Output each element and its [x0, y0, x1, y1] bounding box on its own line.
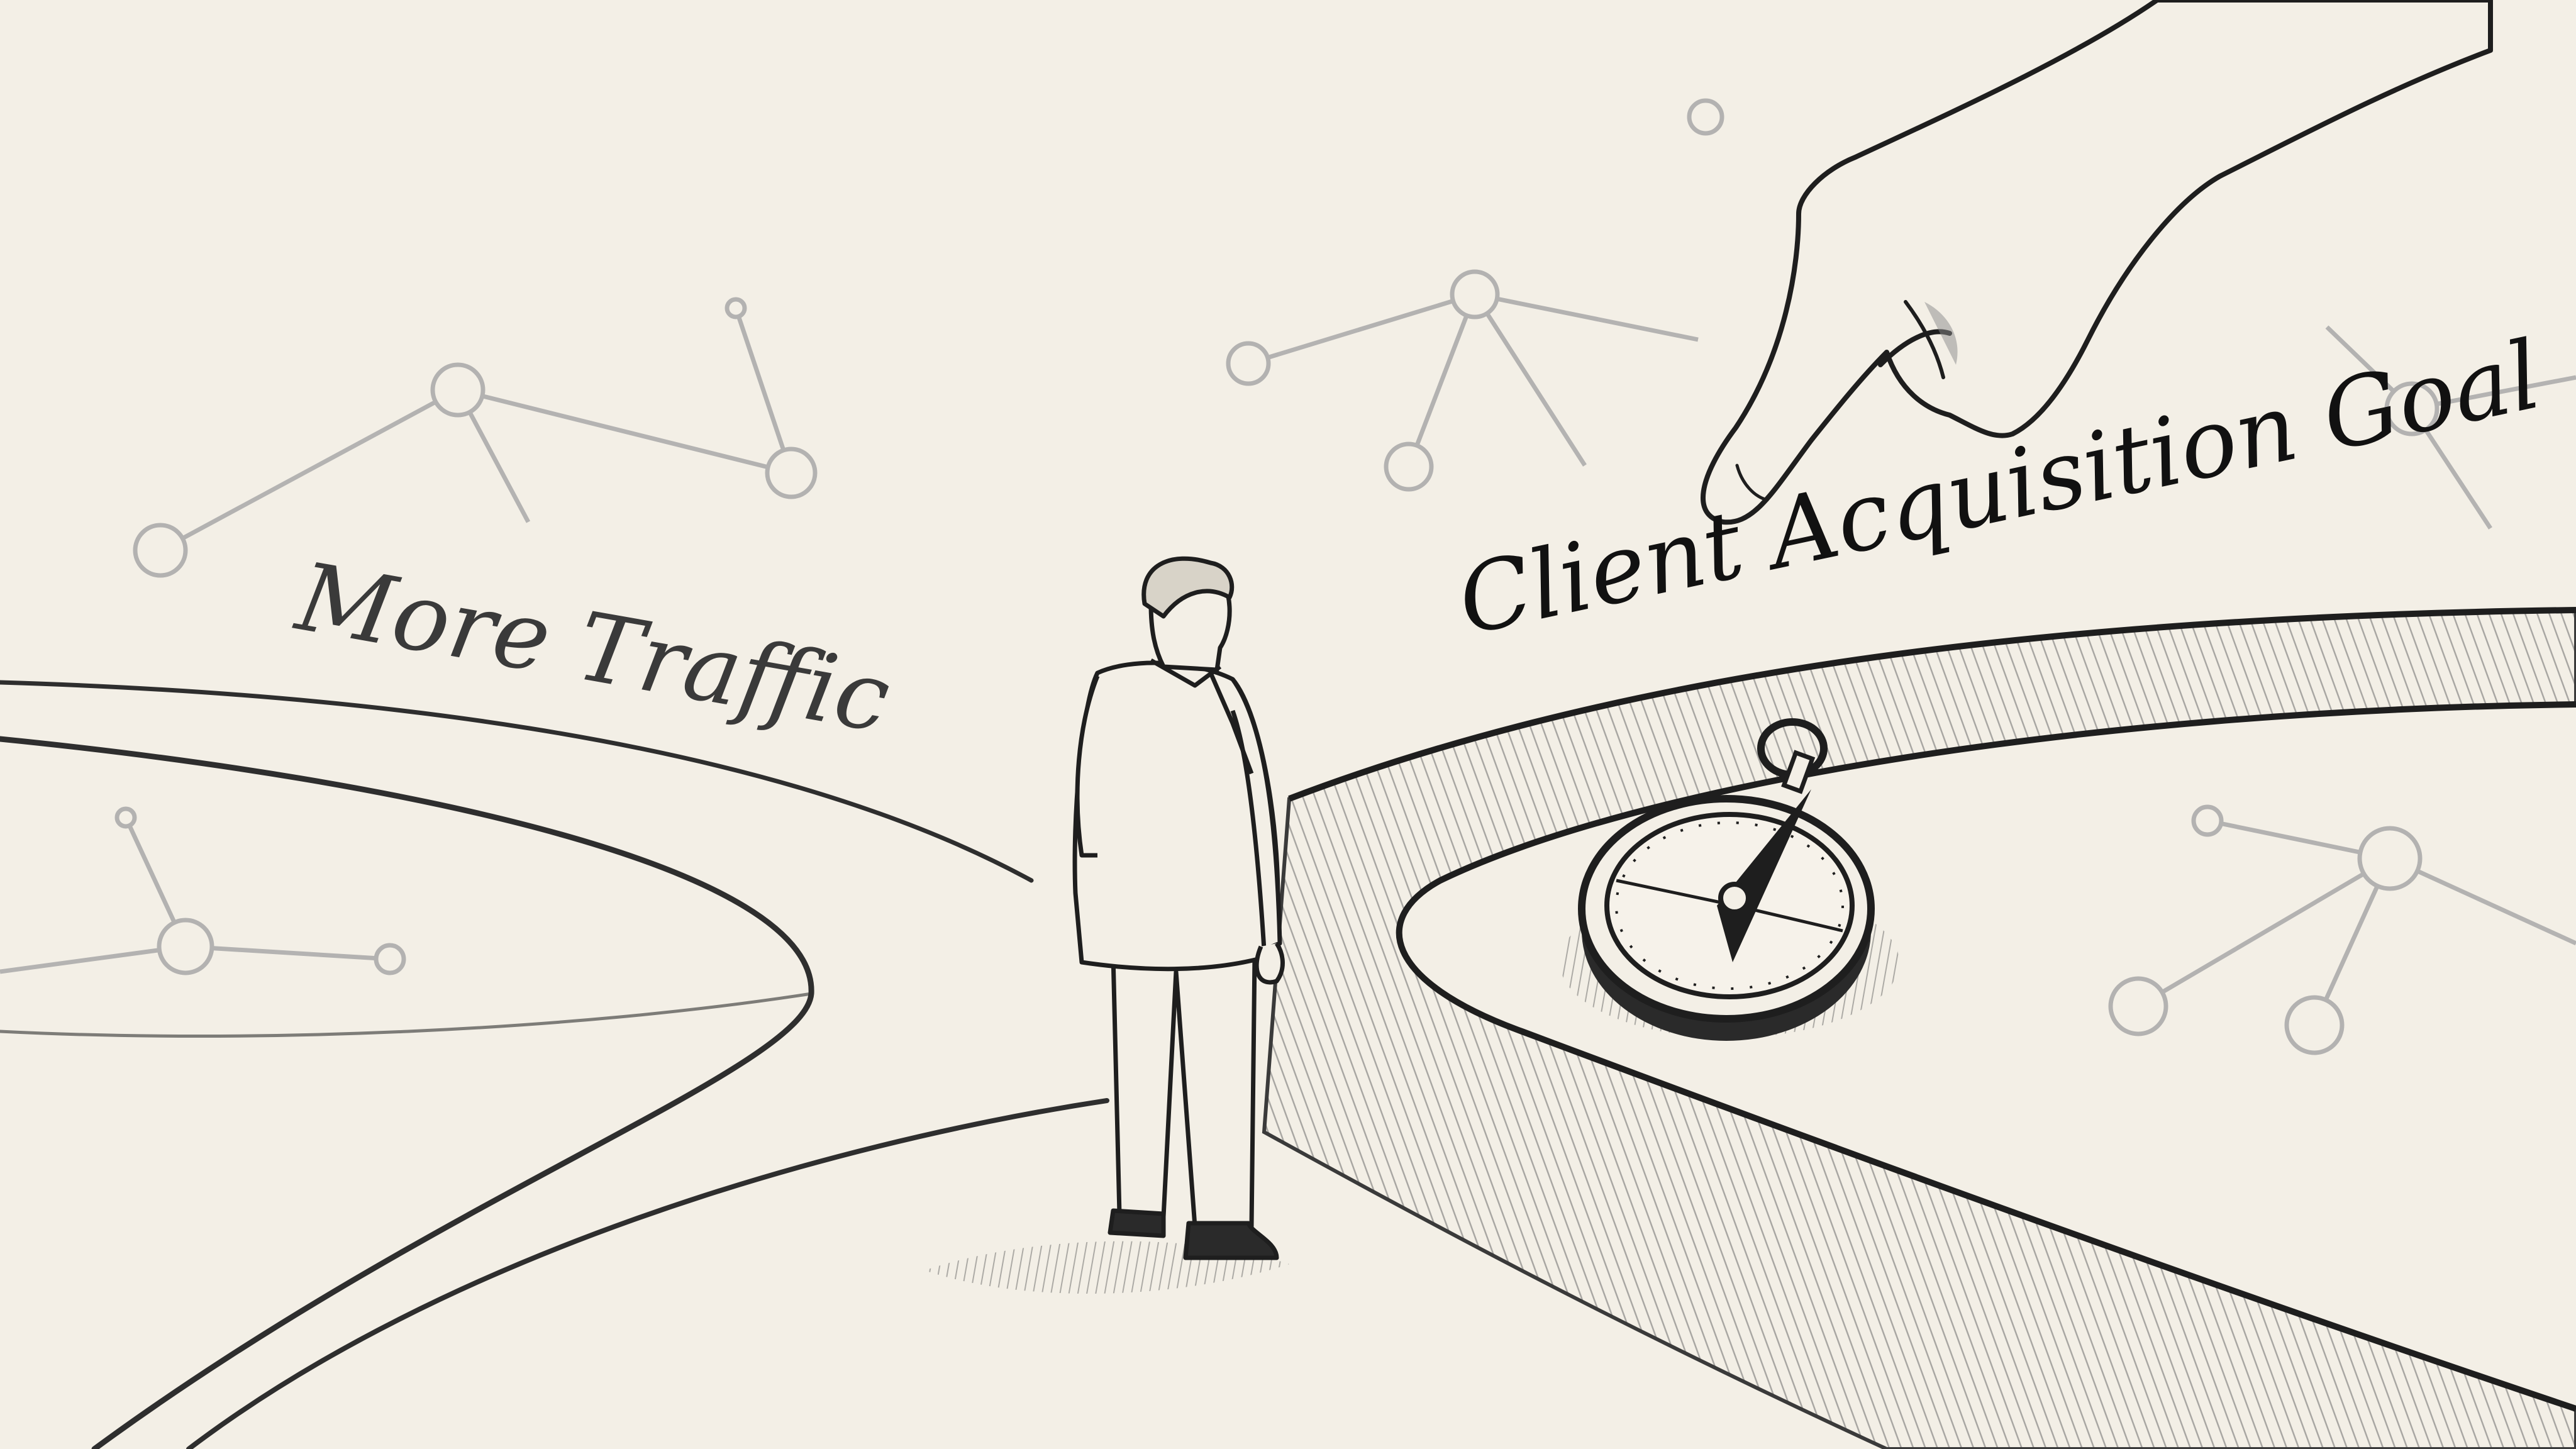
pointing-hand-icon	[1701, 0, 2493, 525]
network-node-icon	[2108, 325, 2576, 1055]
network-node-icon	[1226, 98, 1724, 492]
compass-icon	[1560, 718, 1899, 1041]
network-node-icon	[133, 297, 818, 578]
goal-path	[1262, 607, 2576, 1449]
left-path	[0, 680, 1109, 1449]
network-node-icon	[0, 806, 406, 975]
businessman-figure	[1072, 556, 1285, 1260]
